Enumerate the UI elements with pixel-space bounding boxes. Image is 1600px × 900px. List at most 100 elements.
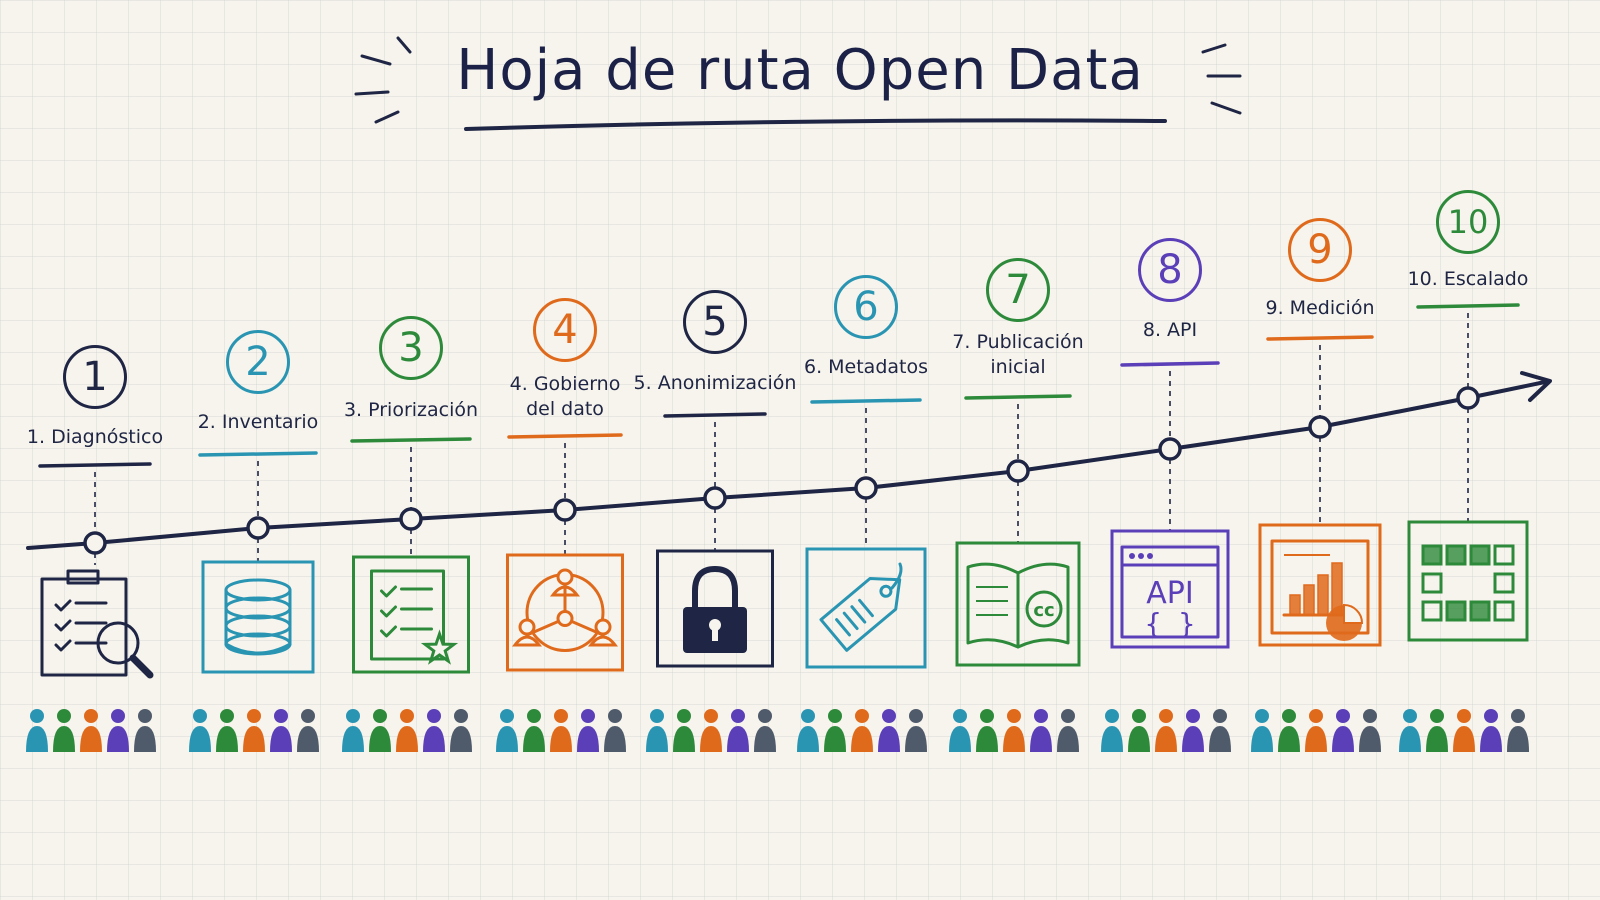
person-head [301,709,315,723]
label-underline [350,437,472,443]
person-body [1101,726,1123,752]
step-label: 2. Inventario [197,411,319,433]
open-book-cc-icon: cc [955,541,1081,667]
person-head [1403,709,1417,723]
person-head [855,709,869,723]
check-mark [54,619,72,632]
step-label: 10. Escalado [1407,268,1529,290]
person-body [1155,726,1177,752]
person-head [1255,709,1269,723]
person-body [1057,726,1079,752]
grid-block [1493,544,1515,566]
page-title: Hoja de ruta Open Data [456,38,1144,103]
clipboard-clip [66,569,100,585]
icon-frame [955,541,1081,667]
tag-icon [805,547,927,669]
check-mark [380,585,397,598]
person-body [976,726,998,752]
person-head [1159,709,1173,723]
timeline-line [26,380,1547,550]
title-stroke [354,90,390,96]
step-label: 5. Anonimización [633,372,797,394]
person-head [1132,709,1146,723]
person-body [700,726,722,752]
label-underline [663,412,767,418]
person-body [243,726,265,752]
step-label: 4. Gobierno del dato [509,373,621,420]
person-body [1507,726,1529,752]
check-mark [54,639,72,652]
icon-frame [656,549,774,668]
window-dot [1138,553,1144,559]
grid-block [1493,572,1515,594]
label-underline [1120,361,1220,367]
person-body [134,726,156,752]
icon-frame [1407,520,1529,642]
tag-hole [879,584,893,598]
person-head [1430,709,1444,723]
chart-bar [1303,584,1315,616]
person-body [797,726,819,752]
person-body [550,726,572,752]
title-stroke [1210,101,1242,115]
person-head [274,709,288,723]
person-head [1363,709,1377,723]
person-head [1282,709,1296,723]
person-head [1336,709,1350,723]
chart-bar [1289,594,1301,616]
lock-shackle [692,565,738,612]
person-head [1213,709,1227,723]
label-underline [198,451,318,457]
person-body [523,726,545,752]
person-body [1251,726,1273,752]
person-body [53,726,75,752]
person-head [400,709,414,723]
person-head [1007,709,1021,723]
person-body [1359,726,1381,752]
person-body [1128,726,1150,752]
person-body [1278,726,1300,752]
timeline-node [703,486,727,510]
person-body [1332,726,1354,752]
tag-stripe [842,611,859,631]
title-stroke [360,54,392,66]
step-number: 10 [1436,190,1500,254]
person-body [1003,726,1025,752]
person-head [1061,709,1075,723]
step-number: 6 [834,275,898,339]
timeline-node [1308,415,1332,439]
person-head [247,709,261,723]
grid-block [1421,572,1443,594]
timeline-node [1158,437,1182,461]
check-mark [380,605,397,618]
step-number: 9 [1288,218,1352,282]
braces-text: { } [1145,607,1196,640]
chart-bar [1317,574,1329,616]
database-icon [201,560,315,674]
person-body [1030,726,1052,752]
person-head [220,709,234,723]
person-head [581,709,595,723]
person-body [369,726,391,752]
api-window-icon: API{ } [1110,529,1230,649]
timeline-node [399,507,423,531]
person-head [111,709,125,723]
step-label: 1. Diagnóstico [26,426,164,448]
title-stroke [396,36,412,54]
db-bottom [224,642,292,655]
person-body [949,726,971,752]
timeline-node [1456,386,1480,410]
person-body [270,726,292,752]
check-mark [380,625,397,638]
person-head [1457,709,1471,723]
timeline-node [1006,459,1030,483]
label-underline [810,398,922,404]
person-body [297,726,319,752]
doc-sheet [370,569,445,661]
chart-board [1270,539,1370,635]
person-body [604,726,626,752]
grid-block [1469,600,1491,622]
network-hub [556,610,574,627]
grid-block [1421,544,1443,566]
